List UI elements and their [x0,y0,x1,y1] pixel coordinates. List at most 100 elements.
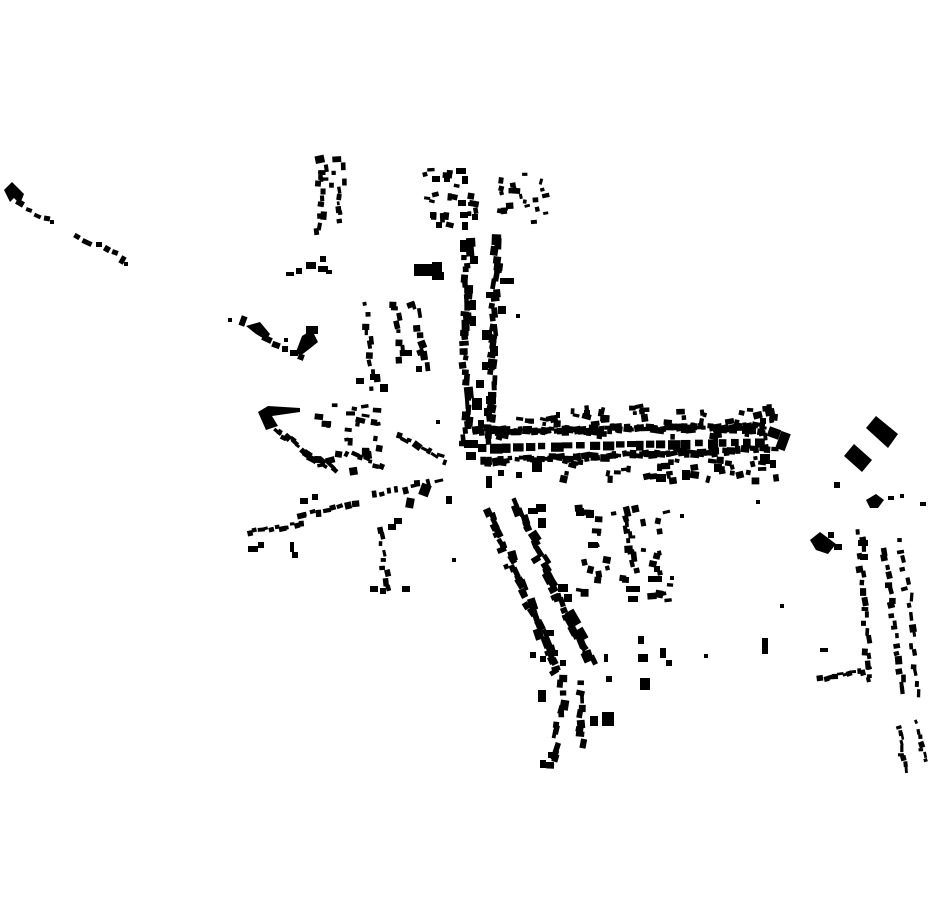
building-footprint [914,680,920,688]
building-footprint [612,423,623,429]
building-footprint [522,172,528,176]
building-footprint [319,195,325,202]
building-footprint [318,266,328,272]
building-footprint [96,242,102,247]
building-footprint [551,442,564,452]
building-footprint [337,210,343,216]
building-footprint [356,378,364,384]
building-footprint [670,433,675,440]
building-footprint [371,490,378,498]
building-footprint [916,689,921,698]
building-footprint [532,462,542,472]
building-footprint [538,427,546,432]
building-footprint [890,625,898,630]
building-footprint [749,460,756,468]
building-footprint [347,437,353,446]
building-footprint [682,470,690,480]
building-footprint [460,434,466,442]
building-footprint [438,272,444,280]
building-footprint [851,670,857,674]
building-footprint [603,441,615,451]
building-footprint [385,584,392,592]
building-footprint [340,162,346,171]
building-footprint [663,419,673,426]
building-footprint [865,627,870,636]
building-footprint [668,440,681,450]
building-footprint [604,654,608,662]
building-footprint [261,334,273,344]
building-footprint [462,349,468,356]
building-footprint [631,504,640,514]
building-footprint [515,416,524,421]
building-footprint [629,405,636,411]
building-footprint [834,544,842,550]
building-footprint [490,346,498,356]
building-footprint [336,186,342,194]
building-footprint [251,527,258,533]
building-footprint [580,558,588,567]
building-footprint [362,301,367,307]
building-footprint [453,183,460,188]
building-footprint [893,650,900,657]
building-footprint [720,424,729,431]
building-footprint [492,256,502,265]
building-footprint [897,538,902,543]
building-footprint [332,156,342,163]
building-footprint [496,545,507,554]
building-footprint [73,232,81,241]
building-footprint [406,437,412,443]
building-footprint [559,606,568,615]
building-footprint [911,648,918,657]
building-footprint [464,440,478,448]
building-footprint [499,432,509,440]
building-footprint [895,668,903,675]
building-footprint [486,292,496,298]
building-footprint [416,366,422,372]
building-footprint [539,187,545,192]
building-footprint [656,528,663,535]
building-footprint [558,584,568,592]
building-footprint [344,501,353,510]
building-footprint [411,440,423,452]
building-footprint [439,212,449,219]
building-footprint [470,256,478,264]
building-footprint [576,442,585,449]
building-footprint [522,199,527,204]
building-footprint [542,421,547,427]
building-footprint [844,444,872,472]
building-footprint [752,410,763,420]
building-footprint [552,650,558,656]
building-footprint [394,518,402,524]
building-footprint [491,381,497,391]
building-footprint [540,656,546,662]
building-footprint [607,475,613,483]
building-footprint [344,437,349,442]
building-footprint [670,576,674,580]
building-footprint [666,582,674,587]
building-footprint [866,416,898,448]
building-footprint [910,664,917,670]
building-footprint [714,447,720,455]
building-footprint [533,545,545,558]
building-footprint [365,311,371,317]
building-footprint [912,668,918,677]
building-footprint [859,579,865,586]
building-footprint [486,396,496,404]
building-footprint [372,407,382,413]
building-footprint [660,462,671,470]
building-footprint [560,660,566,666]
building-footprint [920,502,926,506]
building-footprint [632,411,637,415]
building-footprint [282,432,293,442]
building-footprint [690,463,699,472]
building-footprint [326,270,332,274]
building-footprint [402,486,410,495]
building-footprint [33,212,42,220]
building-footprint [855,529,860,535]
building-footprint [322,507,332,514]
building-footprint [858,540,868,546]
building-footprint [258,542,264,548]
building-footprint [908,611,914,621]
building-footprint [520,578,529,591]
